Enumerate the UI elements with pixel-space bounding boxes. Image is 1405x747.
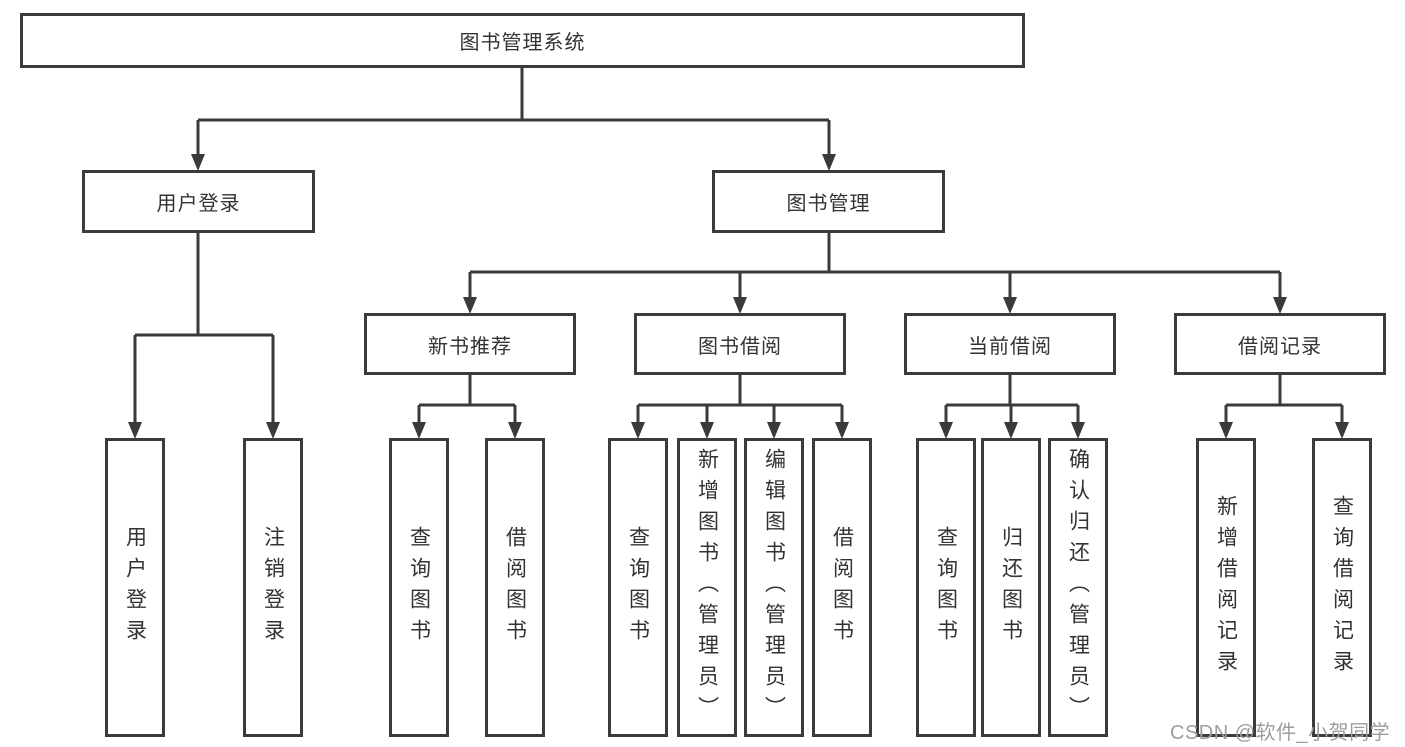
leaf-borrowing-borrow-books: 借阅图书	[812, 438, 872, 737]
leaf-borrowing-add-books-admin: 新增图书（管理员）	[677, 438, 737, 737]
node-label: 图书借阅	[698, 335, 782, 358]
node-library-management-system: 图书管理系统	[20, 13, 1025, 68]
node-label: 新书推荐	[428, 335, 512, 358]
node-label: 查询图书	[626, 525, 650, 650]
node-label: 查询借阅记录	[1330, 494, 1354, 681]
node-label: 归还图书	[999, 525, 1023, 650]
leaf-current-query-books: 查询图书	[916, 438, 976, 737]
node-label: 借阅图书	[503, 525, 527, 650]
leaf-records-add-borrow-record: 新增借阅记录	[1196, 438, 1256, 737]
node-label: 新增借阅记录	[1214, 494, 1238, 681]
node-borrowing-records: 借阅记录	[1174, 313, 1386, 375]
node-label: 用户登录	[123, 525, 147, 650]
node-new-book-recommendation: 新书推荐	[364, 313, 576, 375]
leaf-newrec-query-books: 查询图书	[389, 438, 449, 737]
node-label: 查询图书	[934, 525, 958, 650]
connector-book-management-to-level3	[463, 233, 1287, 314]
leaf-current-return-books: 归还图书	[981, 438, 1041, 737]
node-label: 借阅图书	[830, 525, 854, 650]
csdn-watermark: CSDN @软件_小贺同学	[1170, 722, 1391, 744]
node-label: 查询图书	[407, 525, 431, 650]
leaf-current-confirm-return-admin: 确认归还（管理员）	[1048, 438, 1108, 737]
node-label: 编辑图书（管理员）	[762, 448, 786, 727]
connector-book-borrowing-to-leaves	[631, 375, 849, 439]
connector-borrowing-records-to-leaves	[1219, 375, 1349, 439]
leaf-records-query-borrow-record: 查询借阅记录	[1312, 438, 1372, 737]
node-label: 图书管理	[786, 193, 871, 215]
leaf-borrowing-query-books: 查询图书	[608, 438, 668, 737]
connector-new-book-recommendation-to-leaves	[412, 375, 522, 439]
connector-user-login-to-leaves	[128, 233, 280, 439]
node-book-borrowing: 图书借阅	[634, 313, 846, 375]
leaf-borrowing-edit-books-admin: 编辑图书（管理员）	[744, 438, 804, 737]
node-label: 新增图书（管理员）	[695, 448, 719, 727]
node-label: 确认归还（管理员）	[1066, 448, 1090, 727]
connector-root-to-level2	[191, 68, 836, 171]
node-label: 借阅记录	[1238, 335, 1322, 358]
connector-current-borrowing-to-leaves	[939, 375, 1085, 439]
leaf-user-login: 用户登录	[105, 438, 165, 737]
node-current-borrowing: 当前借阅	[904, 313, 1116, 375]
node-label: 用户登录	[156, 193, 241, 215]
node-label: 图书管理系统	[459, 32, 586, 54]
node-book-management: 图书管理	[712, 170, 945, 233]
node-user-login: 用户登录	[82, 170, 315, 233]
leaf-logout: 注销登录	[243, 438, 303, 737]
leaf-newrec-borrow-books: 借阅图书	[485, 438, 545, 737]
node-label: 注销登录	[261, 525, 285, 650]
node-label: 当前借阅	[968, 335, 1052, 358]
